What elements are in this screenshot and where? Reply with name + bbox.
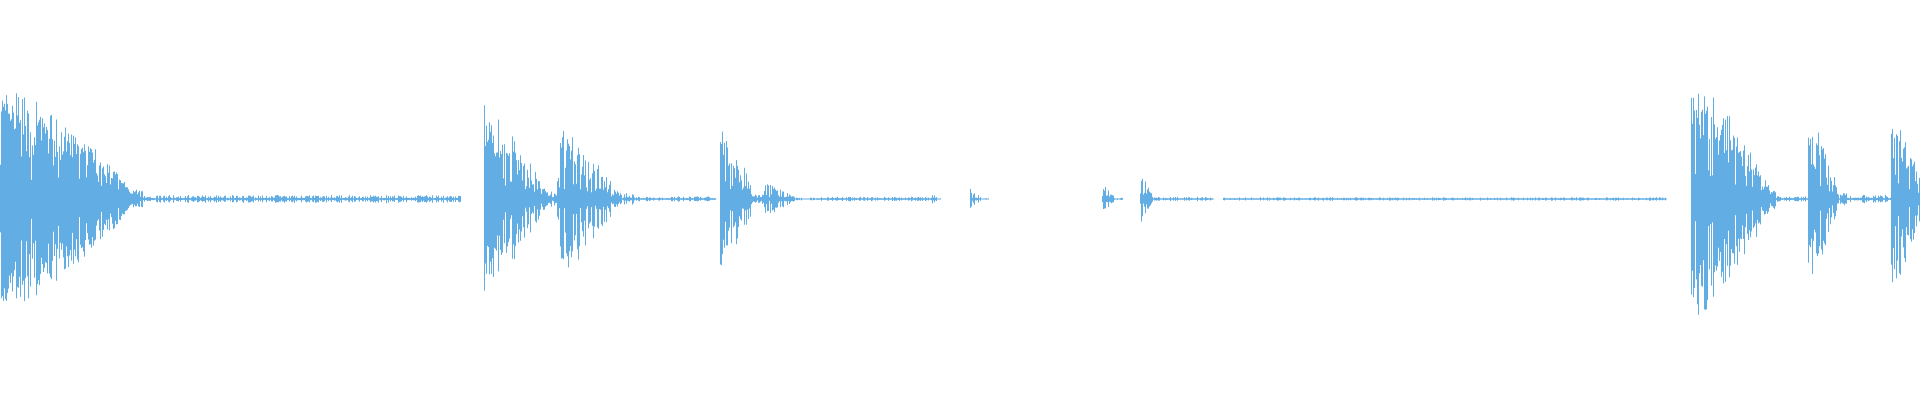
waveform-bars <box>0 93 1920 315</box>
waveform-envelope <box>0 93 1920 315</box>
